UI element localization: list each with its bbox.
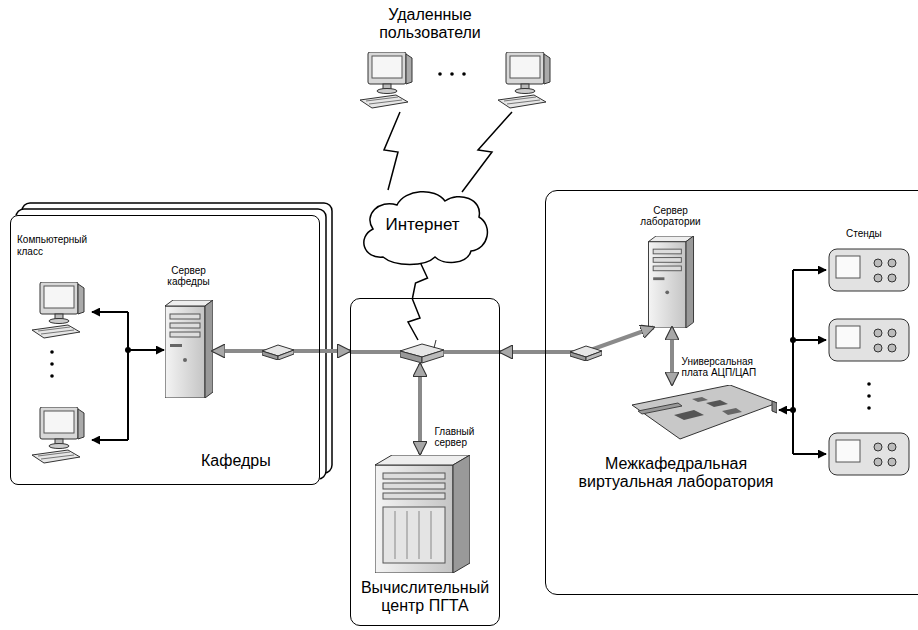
remote-computers bbox=[450, 72, 454, 76]
cloud-outline bbox=[364, 192, 488, 265]
test-stands bbox=[792, 270, 794, 454]
remote-computers bbox=[498, 52, 550, 108]
class-computers bbox=[32, 282, 84, 338]
node-label: Универсальная плата АЦП/ЦАП bbox=[682, 356, 757, 379]
wireless-link bbox=[413, 263, 428, 298]
center-wiring bbox=[350, 350, 404, 354]
center-wiring bbox=[418, 364, 422, 454]
center-wiring bbox=[408, 298, 420, 340]
class-computers bbox=[32, 407, 84, 463]
remote-computers bbox=[360, 52, 412, 108]
test-stands bbox=[867, 394, 871, 398]
department-frames bbox=[10, 215, 320, 485]
node-label: Главный сервер bbox=[435, 426, 475, 449]
text-holder: Интернет bbox=[355, 185, 490, 265]
modem-icon bbox=[262, 345, 294, 360]
class-computers bbox=[50, 374, 54, 378]
class-computers bbox=[50, 350, 54, 354]
class-computers bbox=[125, 347, 131, 353]
test-stands bbox=[829, 249, 909, 291]
node-label: Межкафедральная виртуальная лаборатория bbox=[578, 455, 773, 490]
text-holder: Главный сервер bbox=[435, 426, 490, 449]
center-wiring bbox=[350, 298, 500, 454]
free-label: Удаленные пользователи bbox=[379, 6, 481, 41]
text-holder: Компьютерный класс bbox=[17, 234, 112, 257]
server-node: Сервер лаборатории bbox=[640, 236, 702, 328]
lab-frame: Межкафедральная виртуальная лаборатория С… bbox=[545, 190, 918, 595]
text-holder: Стенды bbox=[846, 228, 906, 240]
remote-computers bbox=[438, 72, 442, 76]
main-server-icon bbox=[375, 455, 470, 573]
node-label: Компьютерный класс bbox=[17, 234, 87, 257]
test-stands bbox=[867, 406, 871, 410]
class-computers bbox=[92, 439, 128, 441]
node-label: Сервер лаборатории bbox=[640, 205, 700, 228]
text-holder: Вычислительный центр ПГТА bbox=[355, 579, 495, 616]
class-computers bbox=[92, 311, 128, 313]
server-node: Главный сервер bbox=[375, 455, 470, 573]
test-stands bbox=[829, 319, 909, 361]
text-holder: Межкафедральная виртуальная лаборатория bbox=[576, 455, 776, 492]
department-frames bbox=[10, 203, 332, 485]
test-stands bbox=[790, 407, 796, 413]
test-stands bbox=[793, 453, 826, 455]
text-holder: Удаленные пользователи bbox=[365, 6, 495, 43]
server-icon bbox=[648, 236, 693, 328]
network-link bbox=[500, 328, 654, 353]
test-stands bbox=[829, 433, 909, 475]
test-stands bbox=[867, 382, 871, 386]
remote-computers bbox=[462, 72, 466, 76]
class-computers bbox=[32, 282, 164, 463]
adc-board bbox=[632, 385, 777, 439]
node-label: Вычислительный центр ПГТА bbox=[361, 579, 489, 614]
text-holder: Сервер кафедры bbox=[159, 265, 219, 288]
node-label: Интернет bbox=[385, 215, 459, 235]
class-computers bbox=[50, 362, 54, 366]
class-computers bbox=[128, 349, 164, 351]
remote-computers bbox=[360, 52, 550, 192]
test-stands bbox=[790, 337, 796, 343]
server-node: Сервер кафедры bbox=[165, 300, 213, 398]
test-stands bbox=[793, 339, 826, 341]
text-holder: Универсальная плата АЦП/ЦАП bbox=[682, 356, 780, 379]
network-link bbox=[670, 328, 674, 385]
test-stands bbox=[793, 269, 826, 271]
center-frame: Вычислительный центр ПГТА Главный сервер bbox=[350, 298, 500, 626]
remote-computers bbox=[384, 112, 400, 190]
modem-icon bbox=[570, 346, 602, 361]
text-holder: Кафедры bbox=[201, 452, 311, 470]
board-node: Универсальная плата АЦП/ЦАП bbox=[632, 385, 777, 440]
text-holder: Сервер лаборатории bbox=[631, 205, 711, 228]
department-frame: Компьютерный классКафедры Сервер кафедры bbox=[10, 215, 320, 485]
free-label: Стенды bbox=[846, 228, 882, 239]
center-wiring bbox=[440, 350, 500, 354]
cloud: Интернет bbox=[355, 185, 490, 265]
router-icon bbox=[400, 340, 444, 363]
node-label: Сервер кафедры bbox=[167, 265, 209, 288]
class-computers bbox=[127, 312, 129, 440]
remote-computers bbox=[462, 112, 512, 192]
node-label: Кафедры bbox=[201, 452, 271, 469]
test-stands bbox=[779, 249, 909, 475]
server-icon bbox=[165, 300, 213, 398]
